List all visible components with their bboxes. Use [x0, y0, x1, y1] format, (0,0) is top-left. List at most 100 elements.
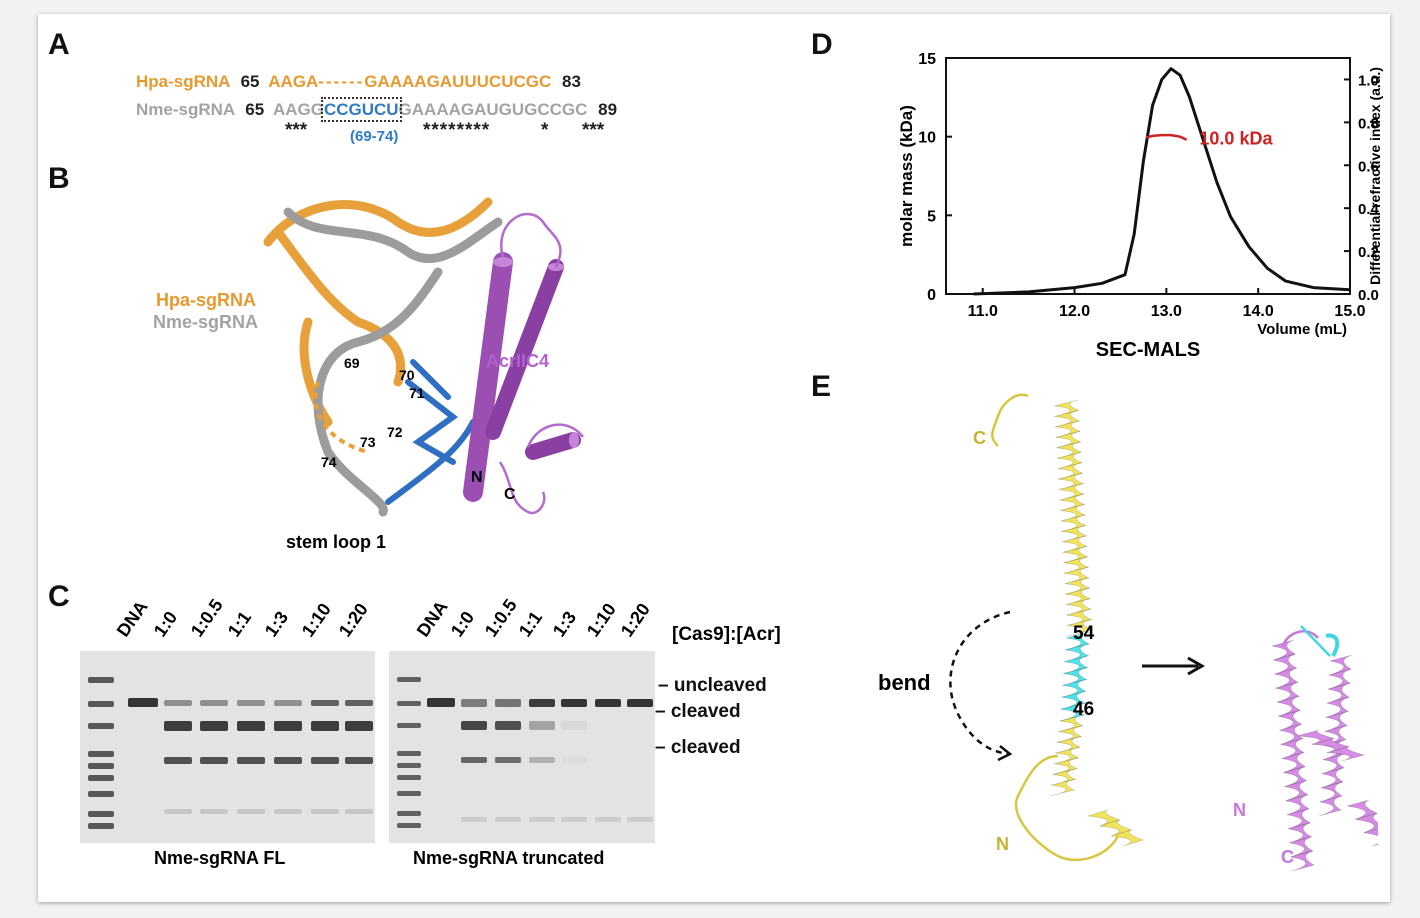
helix-turn — [1066, 608, 1093, 626]
b-residue-74: 74 — [321, 454, 337, 470]
residue-54-label: 54 — [1073, 623, 1095, 644]
ladder-band — [397, 723, 421, 728]
mass-annotation: 10.0 kDa — [1199, 129, 1273, 149]
helix-turn — [1099, 819, 1133, 837]
gel-left-lane-label: 1:20 — [334, 599, 372, 641]
b-acr-label: AcrIIC4 — [486, 351, 550, 371]
ladder-band — [397, 677, 421, 682]
uncleaved-band — [164, 700, 192, 706]
faint-band — [274, 809, 302, 814]
cleaved-band — [561, 721, 587, 730]
cleaved-band — [311, 721, 339, 731]
purple-loop — [1281, 630, 1319, 647]
helix-turn — [1284, 780, 1309, 802]
helix-turn — [1059, 493, 1086, 511]
ladder-band — [88, 775, 114, 781]
uncleaved-band — [461, 699, 487, 707]
ladder-band — [397, 791, 421, 796]
helix-turn — [1321, 753, 1346, 775]
cleaved-band — [561, 757, 587, 763]
ladder-band — [397, 763, 421, 768]
plot-frame — [945, 57, 1351, 295]
b-nme-label: Nme-sgRNA — [153, 312, 259, 332]
yellow-n-terminal-loop — [1014, 754, 1120, 862]
faint-band — [495, 817, 521, 822]
cleaved-band — [529, 721, 555, 730]
helix-turn — [1059, 702, 1086, 722]
panel-label-a: A — [48, 28, 70, 61]
y2-tick-label: 0.0 — [1358, 287, 1379, 304]
structure-b-graphic — [263, 197, 584, 517]
ladder-band — [88, 723, 114, 729]
faint-band — [345, 809, 373, 814]
x-tick-label: 11.0 — [968, 303, 998, 320]
b-residue-70: 70 — [399, 367, 415, 383]
bend-label: bend — [878, 670, 931, 695]
helix-turn — [1318, 795, 1343, 817]
helix-turn — [1289, 836, 1314, 858]
helix-turn — [1053, 399, 1080, 417]
helix-turn — [1363, 828, 1378, 847]
ladder-band — [397, 775, 421, 780]
uncleaved-band — [627, 699, 653, 707]
hpa-seq-part1: AAGA — [268, 72, 319, 91]
panel-label-e: E — [811, 370, 832, 403]
x-tick-label: 12.0 — [1059, 303, 1090, 320]
cyan-helix-coil — [1059, 631, 1091, 722]
uncleaved-band — [595, 699, 621, 707]
cyan-link-right — [1300, 625, 1331, 657]
helix-turn — [1054, 746, 1080, 765]
b-residue-69: 69 — [344, 355, 360, 371]
acr-loops — [498, 212, 584, 515]
y-tick-label: 10 — [918, 130, 936, 147]
uncleaved-band — [274, 700, 302, 706]
y2-tick-label: 0.4 — [1358, 201, 1380, 218]
cleaved-band — [311, 757, 339, 764]
e-n-terminus: N — [996, 834, 1009, 854]
helix-turn — [1061, 679, 1087, 698]
chart-title: SEC-MALS — [1096, 339, 1200, 356]
cleaved-marker-2: – cleaved — [655, 737, 741, 758]
transition-arrow-icon — [1142, 656, 1206, 676]
cleaved-band — [461, 757, 487, 763]
faint-band — [200, 809, 228, 814]
bend-arrow — [949, 610, 1013, 762]
nme-sequence-row: Nme-sgRNA 65 AAGGCCGUCUGAAAAGAUGUGCCGC 8… — [136, 97, 617, 122]
helix-turn — [1062, 667, 1088, 686]
helix-turn — [1064, 566, 1091, 585]
cleaved-band — [345, 721, 373, 731]
nme-seq-part1: AAGG — [272, 100, 324, 119]
nme-seq-part2: GAAAAGAUGUGCCGC — [398, 100, 588, 119]
purple-helix-bundle — [1271, 630, 1378, 872]
hpa-seq-gap: ------ — [318, 72, 365, 91]
gel-left-lane-label: 1:0.5 — [186, 595, 227, 641]
panel-label-d: D — [811, 28, 833, 61]
cyan-loop-right — [1325, 633, 1340, 657]
faint-band — [561, 817, 587, 822]
helix-turn — [1281, 752, 1307, 773]
dashed-loop — [313, 381, 369, 454]
conservation-stars-1: *** — [285, 120, 308, 141]
yellow-helix-coil — [1049, 399, 1145, 847]
ladder-band — [88, 677, 114, 683]
uncleaved-band — [529, 699, 555, 707]
ladder-band — [397, 811, 421, 816]
cleaved-band — [345, 757, 373, 764]
figure-card: A Hpa-sgRNA 65 AAGA------GAAAAGAUUUCUCGC… — [38, 14, 1390, 902]
cleaved-label-2: cleaved — [670, 737, 741, 758]
nme-rna-backbone — [283, 207, 503, 517]
drri-series-line — [973, 67, 1351, 296]
gel-left-lane-label: DNA — [112, 597, 152, 641]
ladder-band — [88, 701, 114, 707]
cleaved-band — [237, 721, 265, 731]
gel-left-lane-label: 1:0 — [149, 607, 182, 641]
faint-band — [461, 817, 487, 822]
helix-turn — [1311, 737, 1351, 754]
gel-right-lane-label: 1:1 — [514, 607, 547, 641]
y-tick-label: 15 — [918, 51, 936, 68]
gel-left — [80, 651, 375, 843]
helix-turn — [1055, 736, 1082, 754]
helix-turn — [1051, 768, 1077, 786]
e-right-n-terminus: N — [1233, 800, 1246, 820]
conservation-stars-2: ******** — [423, 120, 491, 141]
